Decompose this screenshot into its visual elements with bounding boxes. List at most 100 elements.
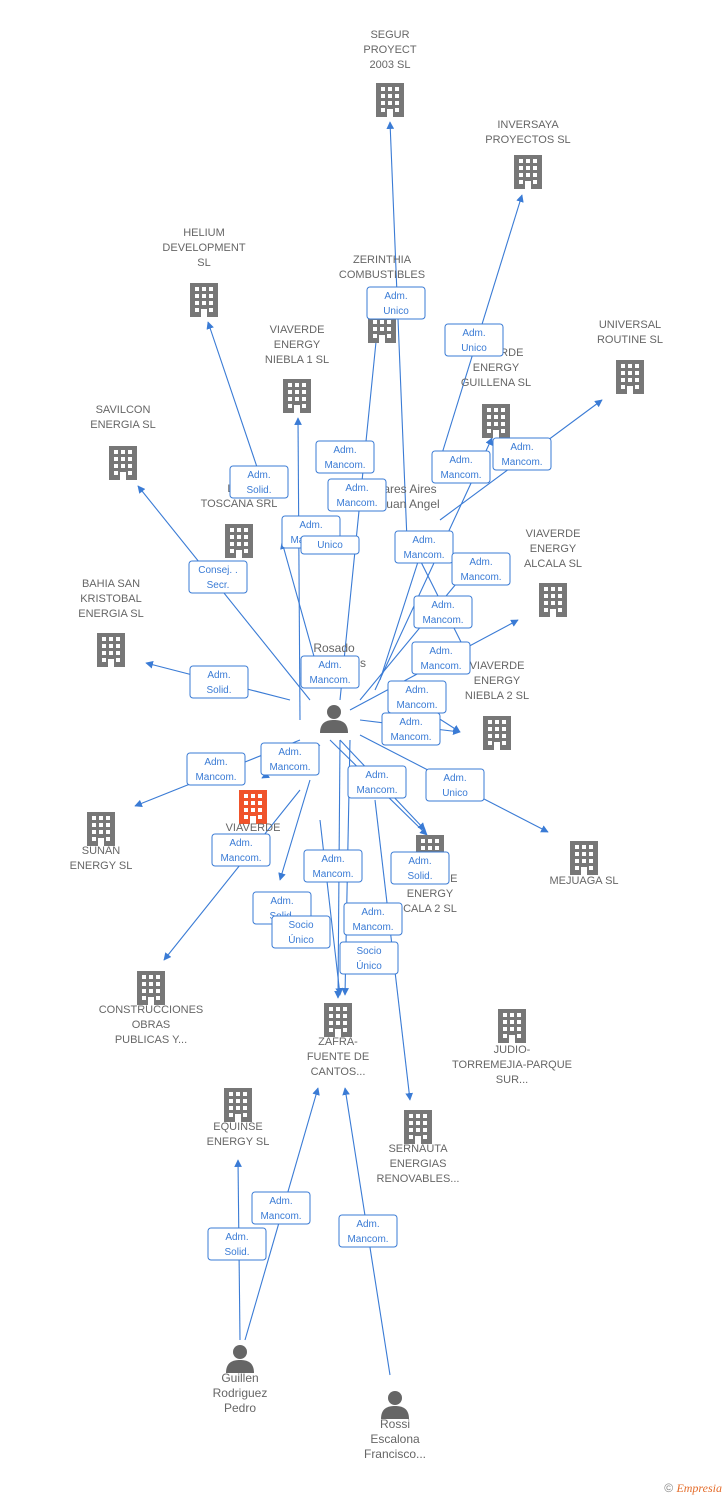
relation-label[interactable]: Adm.Mancom. xyxy=(451,552,511,586)
relation-label-text: Único xyxy=(356,959,382,972)
relation-label[interactable]: Adm.Mancom. xyxy=(394,530,454,564)
relation-label-box[interactable] xyxy=(425,768,485,802)
company-name: NIEBLA 1 SL xyxy=(265,354,329,366)
relation-label-box[interactable] xyxy=(229,465,289,499)
relation-label-box[interactable] xyxy=(366,286,426,320)
relation-label-box[interactable] xyxy=(300,535,360,555)
company-name: SUR... xyxy=(496,1074,528,1086)
relation-label[interactable]: Adm.Mancom. xyxy=(300,655,360,689)
relation-label[interactable]: Adm.Mancom. xyxy=(338,1214,398,1248)
relation-label[interactable]: Unico xyxy=(300,535,360,555)
relation-label-box[interactable] xyxy=(260,742,320,776)
relation-label[interactable]: Adm.Mancom. xyxy=(492,437,552,471)
relation-label-box[interactable] xyxy=(300,655,360,689)
relation-label-box[interactable] xyxy=(343,902,403,936)
relation-label-text: Solid. xyxy=(224,1247,249,1258)
relation-label-box[interactable] xyxy=(271,915,331,949)
relation-label[interactable]: Adm.Solid. xyxy=(229,465,289,499)
relation-label-box[interactable] xyxy=(431,450,491,484)
relation-label[interactable]: Adm.Solid. xyxy=(207,1227,267,1261)
relation-label[interactable]: Adm.Mancom. xyxy=(413,595,473,629)
relation-label-box[interactable] xyxy=(189,665,249,699)
relation-label[interactable]: Adm.Mancom. xyxy=(347,765,407,799)
company-node-sernauta[interactable]: SERNAUTAENERGIASRENOVABLES... xyxy=(377,1110,460,1185)
relation-label-text: Mancom. xyxy=(396,700,437,711)
company-name: VIAVERDE xyxy=(226,822,281,834)
relation-label-box[interactable] xyxy=(492,437,552,471)
relation-label-box[interactable] xyxy=(394,530,454,564)
relation-label[interactable]: Adm.Mancom. xyxy=(411,641,471,675)
relation-label[interactable]: Adm.Mancom. xyxy=(211,833,271,867)
relation-label[interactable]: Adm.Unico xyxy=(425,768,485,802)
relation-label-box[interactable] xyxy=(444,323,504,357)
relation-label[interactable]: Adm.Mancom. xyxy=(387,680,447,714)
relation-edge xyxy=(163,789,301,961)
relation-label-box[interactable] xyxy=(315,440,375,474)
company-node-zafra[interactable]: ZAFRA-FUENTE DECANTOS... xyxy=(307,1003,369,1078)
relation-label[interactable]: Adm.Mancom. xyxy=(315,440,375,474)
relation-label[interactable]: Adm.Unico xyxy=(444,323,504,357)
relation-label[interactable]: Adm.Mancom. xyxy=(343,902,403,936)
company-node-mejuaga[interactable]: MEJUAGA SL xyxy=(549,841,619,887)
relation-label-box[interactable] xyxy=(327,478,387,512)
relation-label-box[interactable] xyxy=(186,752,246,786)
company-name: JUDIO- xyxy=(494,1044,531,1056)
relation-label-box[interactable] xyxy=(411,641,471,675)
relation-label-box[interactable] xyxy=(347,765,407,799)
company-node-judio[interactable]: JUDIO-TORREMEJIA-PARQUESUR... xyxy=(452,1009,572,1086)
person-node-rossi[interactable]: RossiEscalonaFrancisco... xyxy=(364,1391,426,1461)
relation-label-box[interactable] xyxy=(251,1191,311,1225)
relation-label[interactable]: Adm.Mancom. xyxy=(327,478,387,512)
building-icon xyxy=(514,155,542,189)
relation-label[interactable]: Adm.Mancom. xyxy=(431,450,491,484)
relation-label[interactable]: Adm.Mancom. xyxy=(381,712,441,746)
company-name: ZAFRA- xyxy=(318,1036,358,1048)
person-name: Francisco... xyxy=(364,1447,426,1461)
relation-label-box[interactable] xyxy=(413,595,473,629)
relation-label-box[interactable] xyxy=(390,851,450,885)
relation-label[interactable]: Consej. .Secr. xyxy=(188,560,248,594)
relation-label[interactable]: Adm.Mancom. xyxy=(186,752,246,786)
relation-label[interactable]: Adm.Mancom. xyxy=(303,849,363,883)
relation-label-box[interactable] xyxy=(338,1214,398,1248)
company-node-guillena[interactable]: VIAVERDEENERGYGUILLENA SL xyxy=(461,347,531,438)
relation-label-text: Adm. xyxy=(269,1196,292,1207)
relation-label-box[interactable] xyxy=(381,712,441,746)
relation-label-box[interactable] xyxy=(303,849,363,883)
relation-label-text: Adm. xyxy=(431,600,454,611)
company-name: ENERGY SL xyxy=(70,860,133,872)
relation-label-box[interactable] xyxy=(339,941,399,975)
relation-label[interactable]: Adm.Mancom. xyxy=(251,1191,311,1225)
relation-label-box[interactable] xyxy=(188,560,248,594)
relation-label[interactable]: Adm.Mancom. xyxy=(260,742,320,776)
relation-label-text: Adm. xyxy=(345,483,368,494)
relation-label[interactable]: Adm.Solid. xyxy=(189,665,249,699)
relation-label[interactable]: Adm.Unico xyxy=(366,286,426,320)
relation-label-box[interactable] xyxy=(451,552,511,586)
relation-label[interactable]: Adm.Solid. xyxy=(390,851,450,885)
brand-logo[interactable]: Empresia xyxy=(676,1481,722,1495)
relation-label-box[interactable] xyxy=(211,833,271,867)
person-name: Pedro xyxy=(224,1401,256,1415)
relation-edge xyxy=(386,121,408,541)
relation-label-text: Adm. xyxy=(321,854,344,865)
company-name: ROUTINE SL xyxy=(597,334,663,346)
relation-label-box[interactable] xyxy=(207,1227,267,1261)
